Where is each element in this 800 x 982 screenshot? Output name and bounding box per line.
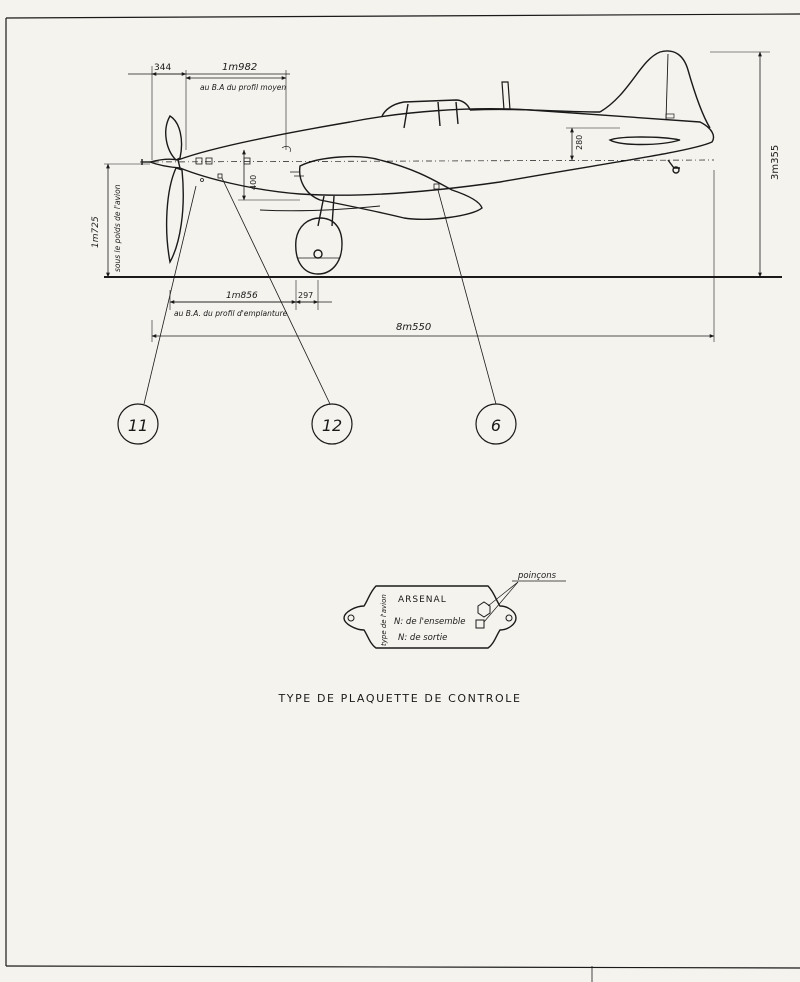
propeller-blade-top [165,115,183,161]
spinner [147,158,181,169]
plate-line2: N: de sortie [398,633,447,643]
horizontal-stabilizer [608,136,681,146]
wing-fairing [298,155,483,220]
plate-stamp-label: poinçons [517,571,557,581]
dim-1856: 1m856 [226,291,258,301]
stamp-hexagon [477,601,491,618]
dim-1856-note: au B.A. du profil d'emplanture [174,309,288,318]
dim-1725: 1m725 [91,216,101,248]
dim-1982: 1m982 [222,62,257,73]
callout-6-label: 6 [491,416,501,435]
dim-400: 400 [249,175,258,190]
stamp-square [475,619,485,629]
tail-wheel [667,159,680,169]
plate-hole-left [347,614,355,622]
callout-11: 11 [117,403,159,445]
main-wheel [295,217,343,275]
fuselage [177,108,715,196]
dim-280: 280 [575,135,584,150]
dim-1725-note: sous le poids de l'avion [113,184,122,272]
antenna-mast [501,81,511,111]
canopy [381,99,471,117]
control-plate [343,580,566,649]
vertical-tail [599,50,711,129]
plate-outline [343,585,517,649]
dim-1982-note: au B.A du profil moyen [200,83,286,92]
dim-344: 344 [154,63,171,73]
dim-297: 297 [298,291,313,300]
sheet-border [5,13,800,982]
dim-3355: 3m355 [770,145,781,180]
callout-11-label: 11 [128,416,148,435]
plate-side-text: type de l'avion [380,594,388,646]
dimension-lines [104,51,770,342]
plate-title: ARSENAL [398,595,447,605]
plate-line1: N: de l'ensemble [394,617,466,627]
propeller-blade-bottom [165,167,184,265]
dim-8550: 8m550 [396,322,431,333]
callout-leaders [143,177,497,405]
callout-6: 6 [475,403,517,445]
callout-12-label: 12 [322,416,342,435]
caption: TYPE DE PLAQUETTE DE CONTROLE [278,692,522,705]
aircraft-side-view [139,50,715,275]
plate-hole-right [505,614,513,622]
callout-12: 12 [311,403,353,445]
